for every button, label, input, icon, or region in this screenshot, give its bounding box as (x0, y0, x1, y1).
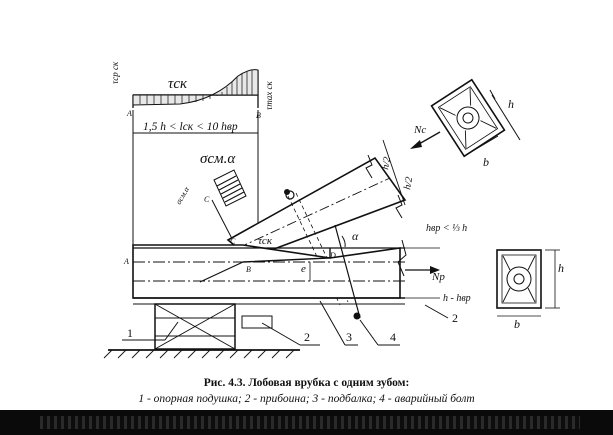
scan-noise-strip (40, 416, 580, 429)
shear-stress-diagram: τск τcp ск τmax ск A B 1,5 h < lск < 10 … (110, 61, 274, 248)
callout-1: 1 (127, 326, 133, 340)
tau-shear-local-label: τск (258, 235, 273, 247)
chord-section-b-label: b (514, 317, 520, 331)
emergency-bolt (284, 189, 361, 320)
sigma-bearing-label: σсм.α (200, 151, 236, 167)
point-c-lower-label: C (230, 237, 236, 246)
net-depth-label: h - hвр (443, 293, 471, 304)
callout-4: 4 (390, 330, 396, 344)
point-d-label: D (329, 251, 336, 260)
notch-depth-limit-label: hвр < ⅓ h (426, 223, 467, 234)
chord-member: A C B D e Np hвр < ⅓ h h - hвр (123, 223, 471, 305)
chord-section-h-label: h (558, 261, 564, 275)
chord-cross-section: h b (496, 249, 564, 331)
callouts: 1 2 3 4 2 (122, 300, 458, 346)
support-pad (103, 303, 300, 359)
point-c-upper-label: C (204, 195, 210, 204)
strut-section-h-label: h (508, 97, 514, 111)
point-a-label: A (126, 109, 132, 118)
sigma-small-label: σсм.α (174, 185, 192, 206)
tau-shear-label: τск (168, 76, 188, 92)
figure-caption-title: Рис. 4.3. Лобовая врубка с одним зубом: (203, 377, 410, 389)
callout-2: 2 (304, 330, 310, 344)
strut-section-b-label: b (483, 155, 489, 169)
shear-span-label: 1,5 h < lск < 10 hвр (143, 121, 238, 133)
strut-cross-section (430, 78, 506, 158)
callout-2-right: 2 (452, 311, 458, 325)
callout-3: 3 (346, 330, 352, 344)
scan-bottom-band (0, 410, 613, 435)
point-b-lower-label: B (246, 265, 251, 274)
alpha-angle-label: α (352, 229, 359, 243)
chord-force-label: Np (431, 271, 445, 283)
eccentricity-label: e (301, 263, 306, 275)
strut-force-label: Nc (413, 124, 426, 136)
tau-average-label: τcp ск (110, 61, 120, 84)
tau-max-label: τmax ск (264, 81, 274, 110)
point-a-side-label: A (123, 257, 129, 266)
strut-half-depth-2: h/2 (402, 176, 415, 190)
figure-caption-legend: 1 - опорная подушка; 2 - прибоина; 3 - п… (138, 393, 475, 405)
